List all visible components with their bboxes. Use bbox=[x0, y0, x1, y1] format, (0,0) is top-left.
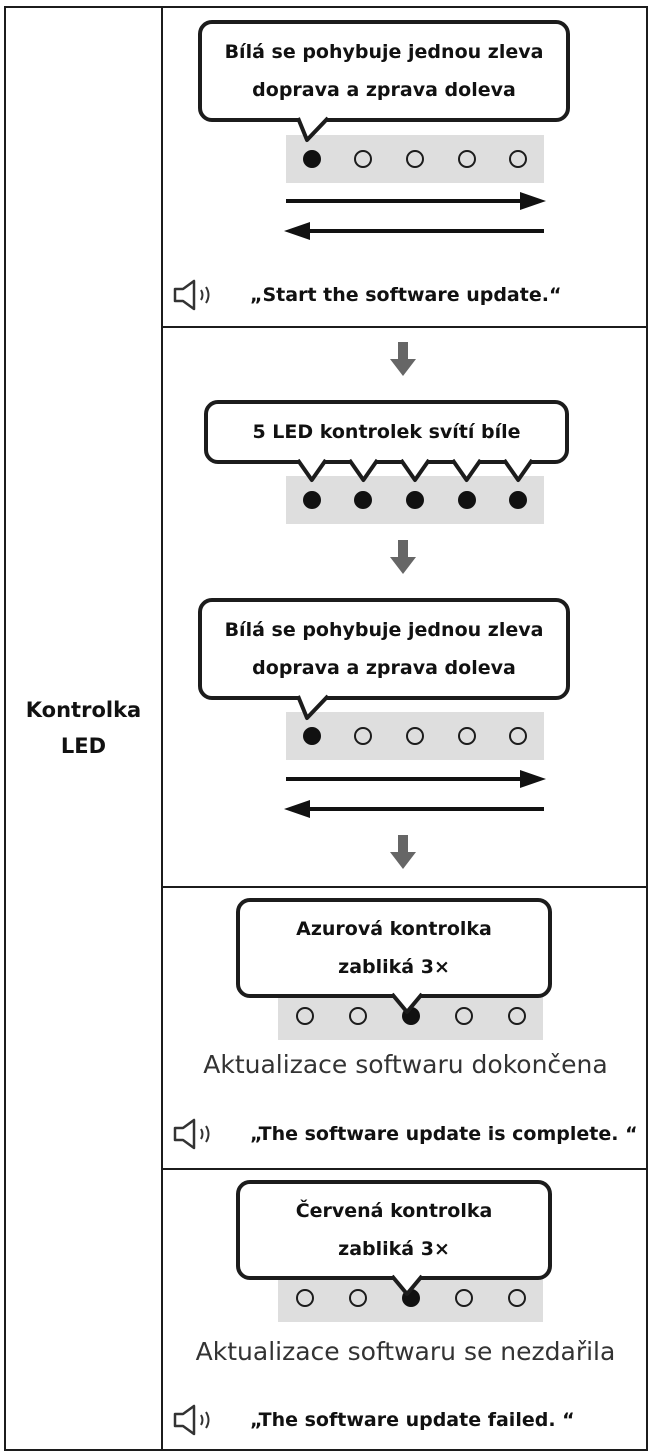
callout-pointers bbox=[296, 458, 534, 482]
led-off bbox=[507, 1289, 526, 1307]
down-arrow-icon bbox=[390, 342, 416, 376]
led-on bbox=[302, 150, 321, 168]
down-arrow-icon bbox=[390, 540, 416, 574]
callout-text: Azurová kontrolka bbox=[296, 918, 492, 940]
led-off bbox=[509, 727, 528, 745]
voice-prompt: „The software update failed. “ bbox=[250, 1409, 575, 1431]
voice-prompt: „The software update is complete. “ bbox=[250, 1123, 638, 1145]
callout-text: doprava a zprava doleva bbox=[252, 657, 516, 679]
voice-row: „The software update failed. “ bbox=[172, 1403, 575, 1437]
callout-cyan-blink: Azurová kontrolka zabliká 3× bbox=[236, 898, 552, 998]
led-on bbox=[302, 727, 321, 745]
led-strip bbox=[286, 712, 544, 760]
right-arrow-icon bbox=[286, 192, 546, 210]
led-on bbox=[406, 491, 424, 509]
led-on bbox=[457, 491, 476, 509]
row-header-line: Kontrolka bbox=[25, 698, 142, 722]
callout-pointer bbox=[390, 992, 424, 1014]
led-off bbox=[457, 727, 476, 745]
led-off bbox=[454, 1007, 473, 1025]
led-on bbox=[354, 491, 373, 509]
callout-text: Bílá se pohybuje jednou zleva bbox=[224, 41, 544, 63]
left-arrow-icon bbox=[284, 800, 544, 818]
callout-text: doprava a zprava doleva bbox=[252, 79, 516, 101]
row-divider bbox=[161, 1168, 648, 1170]
callout-text: Bílá se pohybuje jednou zleva bbox=[224, 619, 544, 641]
callout-text: zabliká 3× bbox=[338, 956, 450, 978]
voice-row: „Start the software update.“ bbox=[172, 278, 561, 312]
row-divider bbox=[161, 326, 648, 328]
led-off bbox=[354, 150, 373, 168]
led-off bbox=[348, 1289, 367, 1307]
row-header: Kontrolka LED bbox=[6, 692, 161, 764]
voice-prompt: „Start the software update.“ bbox=[250, 284, 562, 306]
led-off bbox=[406, 150, 424, 168]
led-off bbox=[406, 727, 424, 745]
voice-row: „The software update is complete. “ bbox=[172, 1117, 638, 1151]
led-off bbox=[509, 150, 528, 168]
callout-all-white: 5 LED kontrolek svítí bíle bbox=[204, 400, 569, 464]
down-arrow-icon bbox=[390, 835, 416, 869]
speaker-icon bbox=[173, 1404, 210, 1436]
callout-moving-white-repeat: Bílá se pohybuje jednou zleva doprava a … bbox=[198, 598, 570, 700]
led-off bbox=[354, 727, 373, 745]
led-off bbox=[295, 1007, 314, 1025]
speaker-icon bbox=[173, 279, 210, 311]
left-arrow-icon bbox=[284, 222, 544, 240]
led-off bbox=[507, 1007, 526, 1025]
callout-text: 5 LED kontrolek svítí bíle bbox=[252, 421, 521, 443]
status-complete: Aktualizace softwaru dokončena bbox=[203, 1050, 608, 1079]
column-divider bbox=[161, 6, 163, 1451]
led-strip bbox=[286, 476, 544, 524]
callout-pointer bbox=[296, 694, 330, 720]
led-on bbox=[509, 491, 528, 509]
led-on bbox=[302, 491, 321, 509]
led-strip bbox=[286, 135, 544, 183]
led-off bbox=[457, 150, 476, 168]
callout-red-blink: Červená kontrolka zabliká 3× bbox=[236, 1180, 552, 1280]
callout-text: zabliká 3× bbox=[338, 1238, 450, 1260]
row-header-line: LED bbox=[60, 734, 107, 758]
right-arrow-icon bbox=[286, 770, 546, 788]
row-divider bbox=[161, 886, 648, 888]
callout-moving-white: Bílá se pohybuje jednou zleva doprava a … bbox=[198, 20, 570, 122]
callout-pointer bbox=[390, 1274, 424, 1296]
led-off bbox=[348, 1007, 367, 1025]
led-off bbox=[295, 1289, 314, 1307]
led-off bbox=[454, 1289, 473, 1307]
speaker-icon bbox=[173, 1118, 210, 1150]
callout-pointer bbox=[296, 116, 330, 142]
callout-text: Červená kontrolka bbox=[295, 1200, 493, 1222]
status-failed: Aktualizace softwaru se nezdařila bbox=[195, 1337, 616, 1366]
table-border bbox=[4, 6, 648, 1451]
